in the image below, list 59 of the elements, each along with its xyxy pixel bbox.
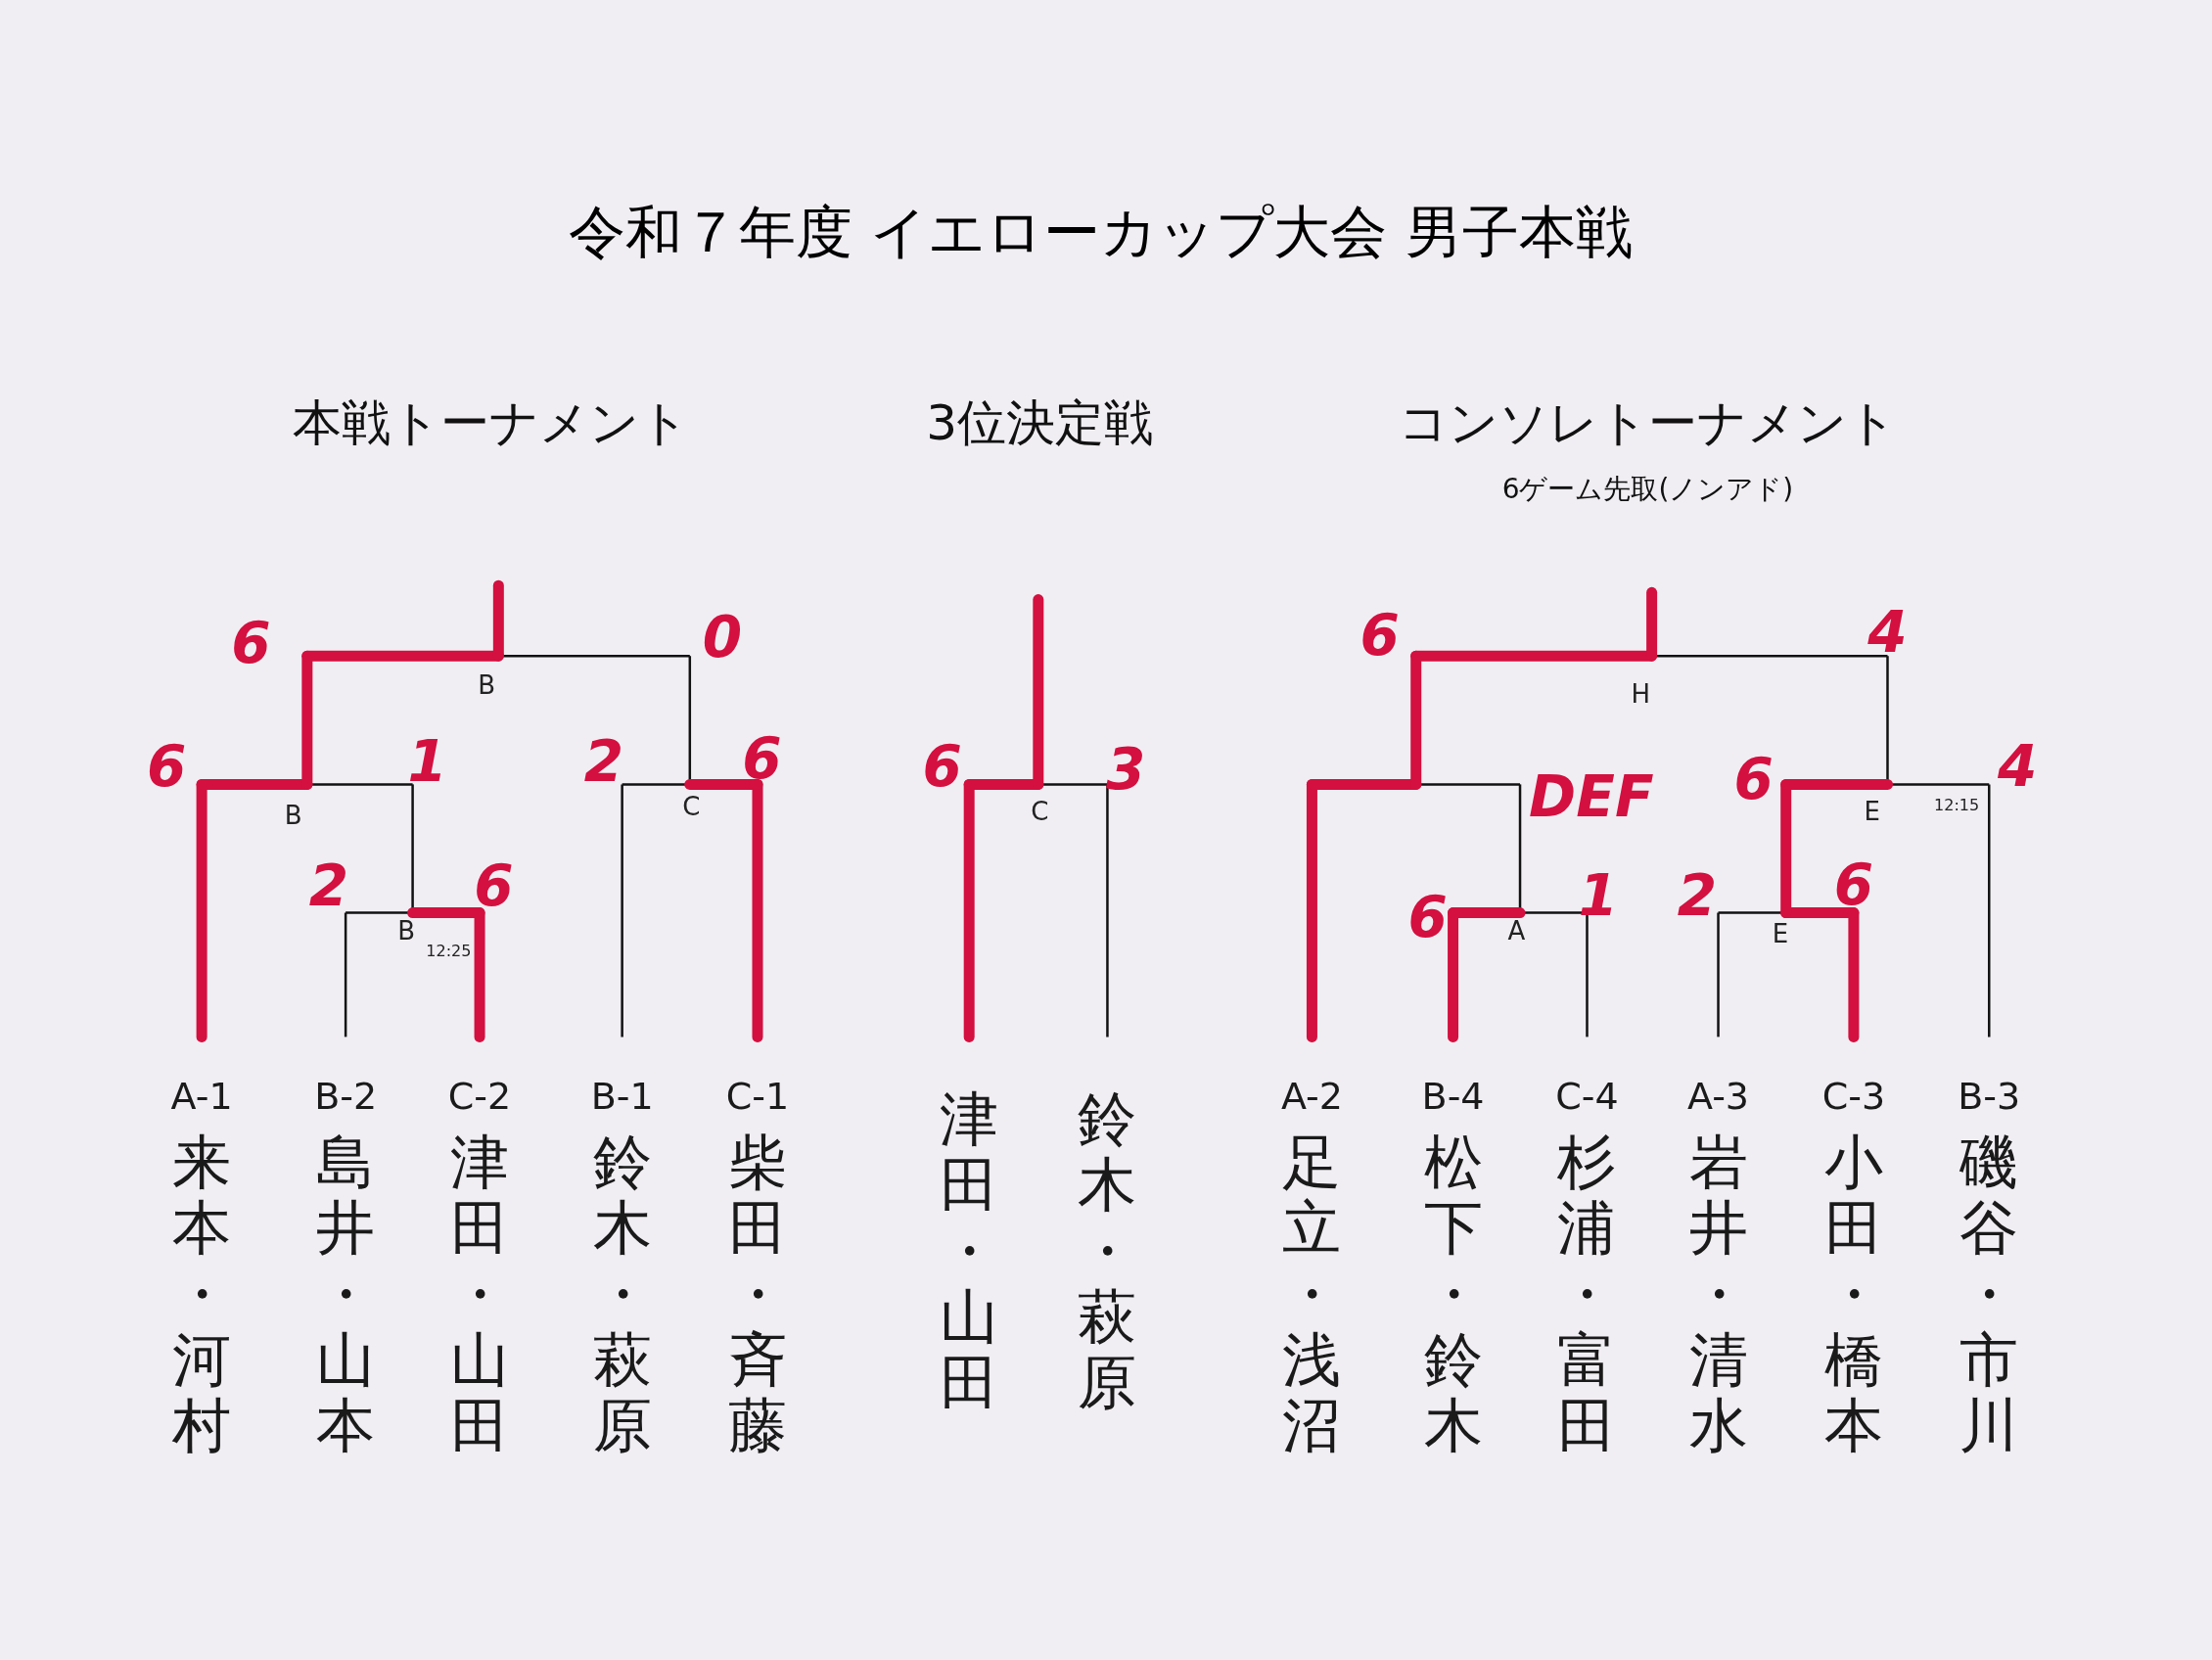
court-letter: E (1864, 796, 1880, 826)
score-mark: 6 (231, 610, 271, 677)
rule-note: 6ゲーム先取(ノンアド) (1501, 472, 1794, 508)
seed-label: C-4 (1555, 1075, 1619, 1119)
court-letter: A (1507, 916, 1526, 946)
player-names: 松下・鈴木 (1422, 1130, 1484, 1459)
score-mark: 6 (1359, 601, 1400, 669)
match-time: 12:25 (426, 941, 472, 960)
section-heading: 3位決定戦 (926, 392, 1154, 453)
player-names: 柴田・斉藤 (727, 1130, 788, 1459)
player-names: 鈴木・萩原 (591, 1130, 653, 1459)
score-mark: 6 (922, 732, 962, 800)
score-mark: 1 (1578, 862, 1619, 930)
score-mark: 2 (583, 728, 624, 796)
score-mark: 6 (474, 853, 514, 920)
seed-label: B-1 (590, 1075, 654, 1119)
seed-label: B-4 (1421, 1075, 1485, 1119)
player-names: 津田・山田 (939, 1086, 1000, 1416)
court-letter: B (397, 916, 415, 946)
score-mark: 2 (1677, 862, 1718, 930)
court-letter: C (1031, 796, 1049, 826)
section-heading: 本戦トーナメント (293, 392, 690, 453)
score-mark: 4 (1867, 598, 1908, 666)
score-mark: DEF (1529, 763, 1654, 831)
court-letter: H (1631, 679, 1651, 710)
score-mark: 6 (1833, 851, 1874, 918)
match-time: 12:15 (1934, 795, 1980, 814)
court-letter: C (682, 792, 701, 822)
score-mark: 2 (308, 853, 348, 920)
court-letter: B (284, 801, 302, 831)
page-title: 令和７年度 イエローカップ大会 男子本戦 (568, 197, 1633, 267)
seed-label: B-2 (314, 1075, 378, 1119)
player-names: 小田・橋本 (1822, 1130, 1884, 1459)
court-letter: B (478, 670, 496, 701)
player-names: 岩井・清水 (1687, 1130, 1749, 1459)
seed-label: C-1 (725, 1075, 790, 1119)
score-mark: 6 (1733, 745, 1774, 812)
player-names: 足立・浅沼 (1281, 1130, 1343, 1459)
player-names: 来本・河村 (171, 1130, 233, 1459)
seed-label: A-1 (170, 1075, 233, 1119)
score-mark: 6 (742, 725, 782, 793)
player-names: 鈴木・萩原 (1077, 1086, 1138, 1416)
section-heading: コンソレトーナメント (1398, 392, 1897, 453)
player-names: 津田・山田 (449, 1130, 511, 1459)
seed-label: B-3 (1958, 1075, 2021, 1119)
court-letter: E (1772, 919, 1789, 949)
score-mark: 1 (407, 728, 447, 796)
seed-label: C-3 (1821, 1075, 1886, 1119)
player-names: 島井・山本 (315, 1130, 377, 1459)
score-mark: 3 (1106, 735, 1146, 803)
seed-label: A-3 (1687, 1075, 1750, 1119)
seed-label: A-2 (1280, 1075, 1343, 1119)
player-names: 磯谷・市川 (1959, 1130, 2020, 1459)
score-mark: 0 (702, 604, 743, 671)
score-mark: 6 (146, 732, 187, 800)
score-mark: 4 (1997, 732, 2038, 800)
player-names: 杉浦・富田 (1556, 1130, 1618, 1459)
seed-label: C-2 (447, 1075, 512, 1119)
score-mark: 6 (1407, 883, 1448, 950)
